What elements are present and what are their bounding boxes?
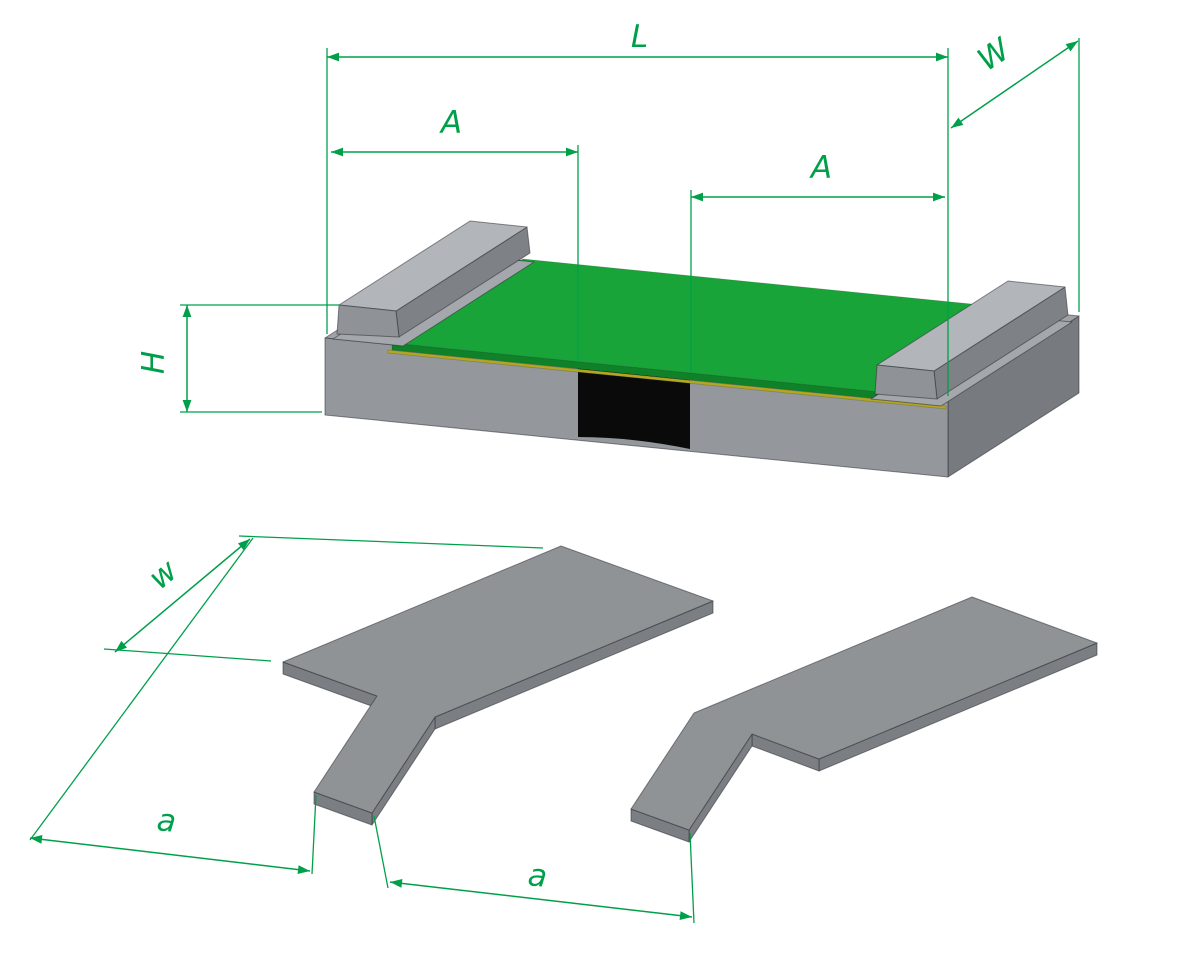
right-terminal-cap: [870, 280, 1073, 407]
extension-line-pad-a-right-1: [373, 815, 389, 889]
dim-label-length: L: [631, 19, 649, 55]
resistor-assembly: [324, 220, 1080, 478]
dim-label-pad-width: w: [142, 552, 185, 597]
dim-label-width: W: [971, 31, 1018, 79]
dim-label-overlap-left: A: [439, 105, 463, 141]
extension-line-pad-a-right-2: [689, 832, 695, 924]
electrode-line: [387, 349, 947, 410]
land-pattern: [282, 545, 1098, 843]
extension-line-pad-a-left-2: [311, 794, 317, 875]
extension-line-pad-width-far: [238, 535, 544, 549]
laser-trim-window: [578, 368, 690, 449]
right-terminal-front: [874, 364, 938, 400]
left-terminal-cap: [332, 220, 535, 347]
left-pad: [282, 545, 714, 826]
extension-line-pad-a-left-1: [29, 537, 254, 841]
dim-line-width: [950, 40, 1079, 129]
left-pad-top: [282, 545, 714, 814]
dim-label-overlap-right: A: [809, 150, 833, 186]
dim-label-height: H: [136, 350, 172, 374]
right-pad: [630, 596, 1098, 843]
dim-line-pad-a-left: [29, 835, 311, 874]
dimension-lines: [29, 38, 1080, 924]
dim-label-pad-a-left: a: [155, 802, 179, 840]
right-pad-top: [630, 596, 1098, 831]
dim-line-pad-width: [114, 538, 251, 653]
dim-line-pad-a-right: [389, 879, 693, 920]
extension-line-pad-width-near: [103, 648, 272, 662]
dim-label-pad-a-right: a: [526, 857, 550, 895]
left-terminal-front: [336, 304, 400, 338]
